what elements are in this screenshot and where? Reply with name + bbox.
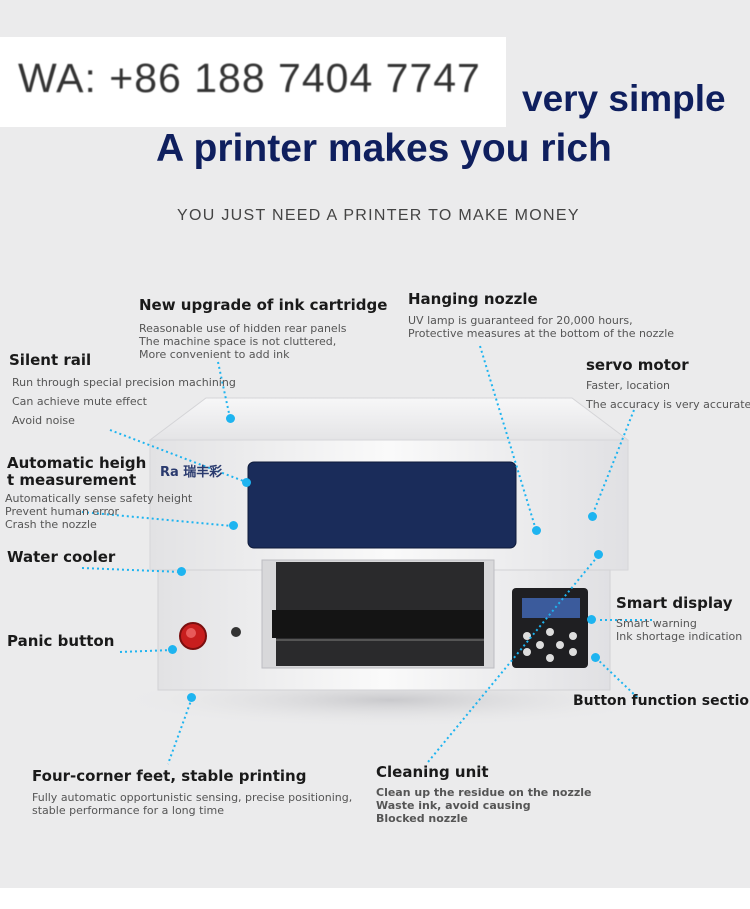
marker-cleaning-unit <box>594 550 603 559</box>
feature-line: Protective measures at the bottom of the… <box>408 327 675 340</box>
feature-title: Silent rail <box>9 351 92 369</box>
feature-line: stable performance for a long time <box>32 804 224 817</box>
feature-silent-rail: Silent rail Run through special precisio… <box>9 351 236 430</box>
feature-line: UV lamp is guaranteed for 20,000 hours, <box>408 314 633 327</box>
bottom-strip <box>0 888 750 909</box>
feature-line: Blocked nozzle <box>376 812 468 825</box>
feature-cleaning-unit: Cleaning unit Clean up the residue on th… <box>376 763 592 825</box>
marker-servo-motor <box>588 512 597 521</box>
feature-line: Run through special precision machining <box>12 376 236 389</box>
print-platform <box>272 610 484 638</box>
headline-line1: very simple <box>522 78 726 119</box>
headline-line2: A printer makes you rich <box>156 127 612 170</box>
feature-line: Crash the nozzle <box>5 518 97 531</box>
feature-hanging-nozzle: Hanging nozzle UV lamp is guaranteed for… <box>408 290 674 340</box>
key-switch <box>231 627 241 637</box>
feature-line: Prevent human error <box>5 505 120 518</box>
marker-water-cooler <box>177 567 186 576</box>
feature-title: Cleaning unit <box>376 763 489 781</box>
watermark-text: WA: +86 188 7404 7747 <box>18 55 481 101</box>
feature-panic-button: Panic button <box>7 632 115 650</box>
feature-ink-cartridge: New upgrade of ink cartridge Reasonable … <box>139 296 387 361</box>
feature-line: More convenient to add ink <box>139 348 290 361</box>
feature-line: Automatically sense safety height <box>5 492 193 505</box>
marker-button-section <box>591 653 600 662</box>
marker-feet <box>187 693 196 702</box>
marker-silent-rail <box>242 478 251 487</box>
brand-logo: Ra 瑞丰彩 <box>160 465 223 480</box>
marker-ink-cartridge <box>226 414 235 423</box>
feature-line: The machine space is not cluttered, <box>139 335 337 348</box>
watermark-box <box>0 37 506 127</box>
feature-line: Smart warning <box>616 617 697 630</box>
printer-window <box>247 461 517 549</box>
marker-auto-height <box>229 521 238 530</box>
feature-line: Clean up the residue on the nozzle <box>376 786 592 799</box>
marker-smart-display <box>587 615 596 624</box>
feature-feet: Four-corner feet, stable printing Fully … <box>32 767 352 817</box>
feature-title: servo motor <box>586 356 689 374</box>
feature-auto-height: Automatic heigh t measurement Automatica… <box>5 454 193 532</box>
lcd-screen <box>522 598 580 618</box>
feature-line: Fully automatic opportunistic sensing, p… <box>32 791 353 804</box>
feature-smart-display: Smart display Smart warning Ink shortage… <box>616 594 742 643</box>
subheadline: YOU JUST NEED A PRINTER TO MAKE MONEY <box>177 207 580 224</box>
feature-line: Can achieve mute effect <box>12 395 147 408</box>
feature-button-section: Button function section <box>573 693 750 709</box>
feature-line: Ink shortage indication <box>616 630 743 643</box>
feature-line: Reasonable use of hidden rear panels <box>139 322 347 335</box>
feature-title: t measurement <box>7 471 137 489</box>
feature-servo-motor: servo motor Faster, location The accurac… <box>586 356 750 414</box>
feature-title: Four-corner feet, stable printing <box>32 767 307 785</box>
feature-title: Smart display <box>616 594 733 612</box>
feature-title: New upgrade of ink cartridge <box>139 296 388 314</box>
feature-line: Avoid noise <box>12 414 75 427</box>
marker-panic-button <box>168 645 177 654</box>
marker-hanging-nozzle <box>532 526 541 535</box>
feature-title: Automatic heigh <box>7 454 147 472</box>
feature-line: Waste ink, avoid causing <box>376 799 531 812</box>
feature-title: Hanging nozzle <box>408 290 538 308</box>
feature-line: The accuracy is very accurate. <box>586 398 750 411</box>
feature-line: Faster, location <box>586 379 671 392</box>
feature-water-cooler: Water cooler <box>7 548 116 566</box>
